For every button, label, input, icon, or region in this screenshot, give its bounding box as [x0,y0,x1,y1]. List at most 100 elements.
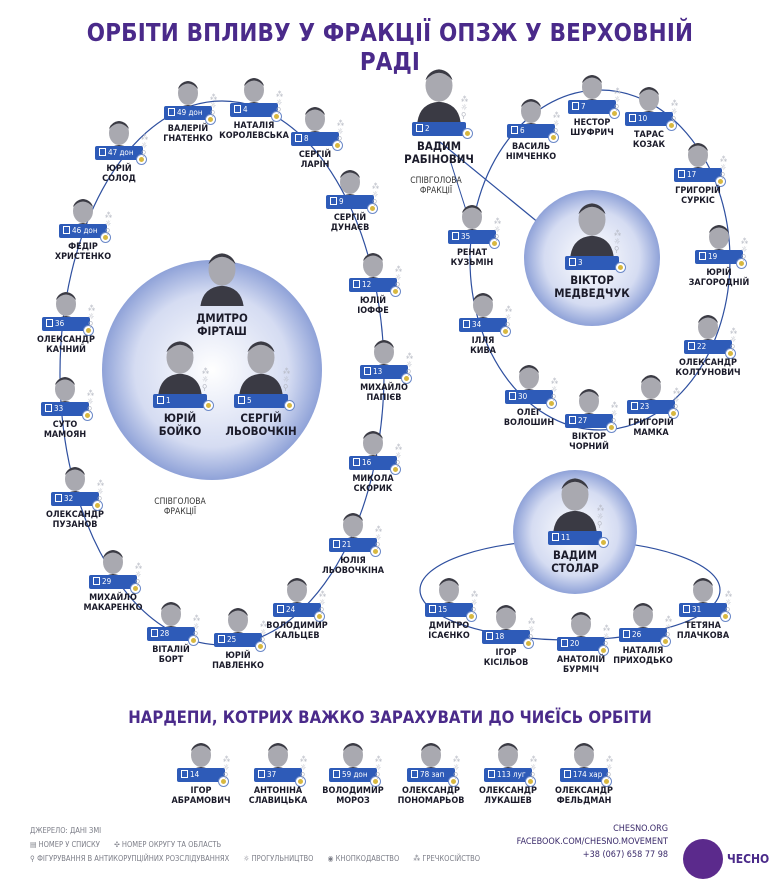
badge-text: 22 [697,342,707,351]
facebook-link[interactable]: FACEBOOK.COM/CHESNO.MOVEMENT [516,837,668,847]
party-emblem-icon [548,132,559,143]
status-icons: ⁂☼⚲ [741,237,749,262]
list-number-badge: 26 [619,628,667,642]
list-icon [564,770,571,778]
party-emblem-icon [205,114,216,125]
list-number-badge: 35 [448,230,496,244]
status-icons: ⁂☼⚲ [276,90,284,115]
list-number-badge: 8 [291,132,339,146]
legend-absenteeism: ☼ ПРОГУЛЬНИЦТВО [243,854,314,863]
list-icon [629,114,636,122]
site-link[interactable]: CHESNO.ORG [613,824,668,834]
party-emblem-icon [82,410,93,421]
status-icons: ⁂☼⚲ [372,182,380,207]
badge-text: 32 [64,494,74,503]
badge-text: 14 [190,770,200,779]
list-number-badge: 6 [507,124,555,138]
list-icon [486,632,493,640]
list-number-badge: 10 [625,112,673,126]
page-title: ОРБІТИ ВПЛИВУ У ФРАКЦІЇ ОПЗЖ У ВЕРХОВНІЙ… [86,18,694,76]
status-icons: ⁂☼⚲ [260,620,268,645]
party-emblem-icon [203,400,214,411]
badge-text: 15 [438,605,448,614]
list-icon [333,540,340,548]
badge-text: 8 [304,134,309,143]
list-number-badge: 9 [326,195,374,209]
list-number-badge: 49 дон [164,106,212,120]
list-number-badge: 59 дон [329,768,377,782]
badge-text: 46 дон [72,226,98,235]
party-emblem-icon [271,111,282,122]
party-emblem-icon [466,611,477,622]
list-number-badge: 25 [214,633,262,647]
status-icons: ⁂☼⚲ [671,99,679,124]
party-emblem-icon [500,326,511,337]
phone-text: +38 (067) 658 77 98 [582,850,668,860]
section-subtitle: НАРДЕПИ, КОТРИХ ВАЖКО ЗАРАХУВАТИ ДО ЧИЄЇ… [128,708,652,728]
list-icon [218,635,225,643]
party-emblem-icon [615,262,626,273]
badge-text: 23 [640,402,650,411]
status-icons: ⁂☼⚲ [300,755,308,780]
legend-list-number: ▤ НОМЕР У СПИСКУ [30,840,100,849]
status-icons: ⁂☼⚲ [730,327,738,352]
badge-text: 36 [55,319,65,328]
status-icons: ⁂☼⚲ [395,443,403,468]
party-emblem-icon [130,583,141,594]
party-emblem-icon [609,108,620,119]
status-icons: ⁂☼⚲ [105,211,113,236]
status-icons: ⁂☼⚲ [665,615,673,640]
party-emblem-icon [370,776,381,787]
list-number-badge: 13 [360,365,408,379]
badge-text: 9 [339,197,344,206]
source-text: ДЖЕРЕЛО: ДАНІ ЗМІ [30,826,102,835]
badge-text: 33 [54,404,64,413]
list-icon [46,319,53,327]
status-icons: ⁂☼⚲ [210,93,218,118]
badge-text: 26 [632,630,642,639]
status-icons: ⁂☼⚲ [720,155,728,180]
list-icon [411,770,418,778]
list-number-badge: 32 [51,492,99,506]
list-icon [572,102,579,110]
party-emblem-icon [666,120,677,131]
status-icons: ⁂☼⚲ [453,755,461,780]
party-emblem-icon [736,258,747,269]
status-icons: ⁂☼⚲ [551,377,559,402]
party-emblem-icon [715,176,726,187]
badge-text: 35 [461,232,471,241]
list-number-badge: 34 [459,318,507,332]
list-icon [353,280,360,288]
list-icon [683,605,690,613]
list-number-badge: 33 [41,402,89,416]
status-icons: ⁂☼⚲ [223,755,231,780]
status-icons: ⁂☼⚲ [673,387,681,412]
list-number-badge: 11 [548,531,602,545]
party-emblem-icon [668,408,679,419]
badge-text: 10 [638,114,648,123]
list-icon [151,629,158,637]
party-emblem-icon [92,500,103,511]
list-icon [295,134,302,142]
legend-multiple-voting: ⁂ ГРЕЧКОСІЙСТВО [413,854,481,863]
list-icon [569,258,576,266]
badge-text: 12 [362,280,372,289]
portrait-icon [239,341,283,394]
portrait-icon [570,203,614,256]
badge-text: 30 [518,392,528,401]
list-icon [364,367,371,375]
list-number-badge: 15 [425,603,473,617]
